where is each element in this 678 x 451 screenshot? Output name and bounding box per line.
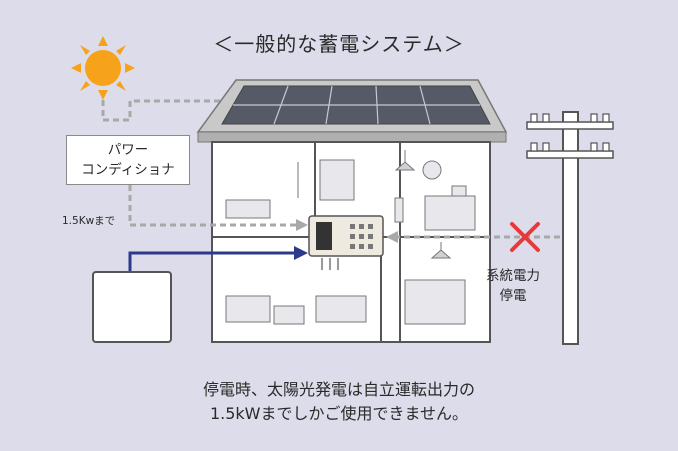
battery-supply-arrow — [128, 251, 296, 272]
sun-icon — [71, 36, 135, 100]
distribution-board-icon — [308, 215, 384, 270]
storage-battery-icon — [92, 271, 172, 343]
cross-icon — [510, 222, 540, 252]
sun-to-panel-line — [101, 99, 230, 122]
caption-line1: 停電時、太陽光発電は自立運転出力の — [202, 380, 475, 399]
power-conditioner-box: パワー コンディショナ — [66, 135, 190, 185]
power-conditioner-label-line2: コンディショナ — [81, 162, 175, 178]
output-limit-label: 1.5Kwまで — [62, 215, 116, 227]
diagram-title: ＜一般的な蓄電システム＞ — [213, 32, 465, 56]
grid-outage-label: 系統電力 停電 — [486, 266, 540, 306]
diagram-caption: 停電時、太陽光発電は自立運転出力の 1.5kWまでしかご使用できません。 — [0, 378, 678, 426]
utility-pole-icon — [526, 111, 614, 345]
caption-line2: 1.5kWまでしかご使用できません。 — [209, 404, 469, 423]
grid-outage-label-line1: 系統電力 — [486, 268, 540, 284]
power-conditioner-label-line1: パワー — [107, 142, 149, 158]
grid-outage-label-line2: 停電 — [499, 288, 527, 304]
solar-panel-icon — [196, 79, 508, 143]
pcs-to-board-line — [128, 185, 298, 227]
